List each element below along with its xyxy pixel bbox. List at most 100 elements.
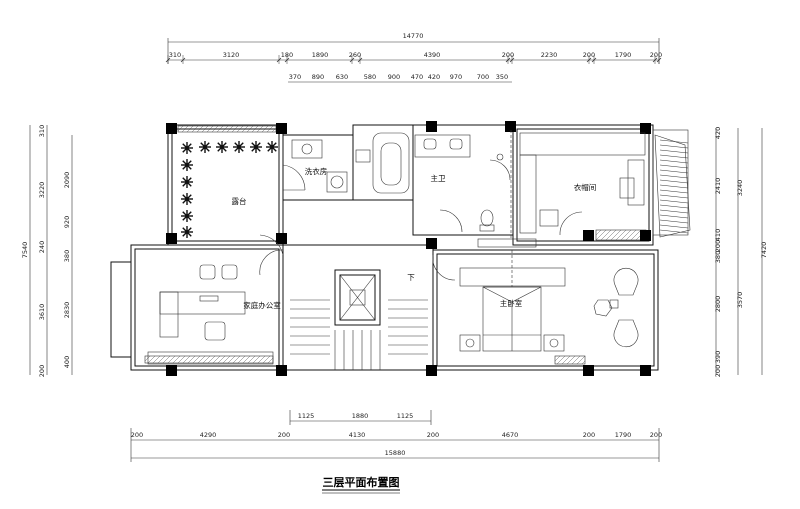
dim-bottom-in-2: 1880 xyxy=(352,412,369,420)
dim-right-in-8: 200 xyxy=(714,365,722,377)
doors xyxy=(259,159,583,281)
armchair-icon xyxy=(221,264,238,280)
furniture xyxy=(147,130,646,365)
dim-left-in-4: 2830 xyxy=(63,302,71,319)
dim-top2-6: 470 xyxy=(411,73,423,81)
dim-right-out-2: 3570 xyxy=(736,292,744,309)
office-chair-icon xyxy=(204,321,226,341)
columns xyxy=(166,121,651,376)
dim-top-11: 200 xyxy=(650,51,662,59)
dim-top2-10: 350 xyxy=(496,73,508,81)
dim-top-6: 4390 xyxy=(424,51,441,59)
sink-icon xyxy=(423,138,437,150)
dim-left-4: 3610 xyxy=(38,304,46,321)
dim-left-1: 310 xyxy=(38,125,46,137)
dim-top2-9: 700 xyxy=(477,73,489,81)
dim-left-5: 200 xyxy=(38,365,46,377)
dim-bottom-7: 200 xyxy=(583,431,595,439)
toilet-icon xyxy=(479,209,495,232)
dim-left-in-5: 400 xyxy=(63,356,71,368)
dim-left-in-2: 920 xyxy=(63,216,71,228)
dim-top2-1: 370 xyxy=(289,73,301,81)
dim-right-in-4: 200 xyxy=(714,240,722,252)
dim-bottom-in-3: 1125 xyxy=(397,412,414,420)
nightstand-icon xyxy=(459,334,481,352)
side-table-icon xyxy=(609,299,619,309)
dim-left-in-1: 2090 xyxy=(63,172,71,189)
bathtub-icon xyxy=(372,132,410,194)
armchair-icon xyxy=(199,264,216,280)
dim-top2-4: 580 xyxy=(364,73,376,81)
label-laundry: 洗衣房 xyxy=(305,166,328,176)
dim-left-3: 240 xyxy=(38,241,46,253)
dim-top2-3: 630 xyxy=(336,73,348,81)
label-master-bath: 主卫 xyxy=(431,173,446,183)
side-table-icon xyxy=(593,299,613,317)
nightstand-icon xyxy=(543,334,565,352)
dim-top-2: 3120 xyxy=(223,51,240,59)
potted-plant-icon xyxy=(181,141,278,238)
page-title: 三层平面布置图 xyxy=(323,475,400,489)
right-dimensions: 420 2410 410 200 380 2800 390 200 3240 3… xyxy=(714,127,768,377)
bed-icon xyxy=(482,286,542,352)
label-home-office: 家庭办公室 xyxy=(243,300,281,310)
dresser-icon xyxy=(539,209,559,227)
wardrobe-left xyxy=(519,154,537,234)
dim-top-3: 180 xyxy=(281,51,293,59)
label-stair-down: 下 xyxy=(407,273,415,282)
vanity-icon xyxy=(414,134,471,158)
armchair-icon xyxy=(613,319,639,348)
bay-window-hatch xyxy=(654,134,691,238)
dim-left-total: 7540 xyxy=(21,242,29,259)
label-closet: 衣帽间 xyxy=(574,182,597,192)
dim-bottom-6: 4670 xyxy=(502,431,519,439)
dim-right-in-5: 380 xyxy=(714,251,722,263)
walls xyxy=(110,124,689,371)
bath-shelf xyxy=(355,149,371,163)
dim-top-1: 310 xyxy=(169,51,181,59)
bath-counter xyxy=(477,238,537,248)
dim-bottom-total: 15880 xyxy=(385,449,406,457)
closet-cabinet xyxy=(627,159,645,206)
dim-bottom-5: 200 xyxy=(427,431,439,439)
dim-right-in-6: 2800 xyxy=(714,296,722,313)
dim-top-10: 1790 xyxy=(615,51,632,59)
tv-cabinet xyxy=(459,267,566,287)
floor-drain-icon xyxy=(496,153,504,161)
bottom-dimensions: 1125 1880 1125 200 4290 200 4130 200 467… xyxy=(130,410,662,462)
dim-right-in-7: 390 xyxy=(714,351,722,363)
dim-top-7: 200 xyxy=(502,51,514,59)
dim-left-in-3: 380 xyxy=(63,250,71,262)
dim-top2-7: 420 xyxy=(428,73,440,81)
left-dimensions: 7540 310 3220 240 3610 200 2090 920 380 … xyxy=(21,125,73,377)
dim-right-out-1: 3240 xyxy=(736,180,744,197)
wardrobe-top xyxy=(519,132,646,156)
dim-top-5: 260 xyxy=(349,51,361,59)
dim-top2-2: 890 xyxy=(312,73,324,81)
dim-bottom-1: 200 xyxy=(131,431,143,439)
sink-icon xyxy=(449,138,463,150)
dim-top-total: 14770 xyxy=(403,32,424,40)
label-master-bedroom: 主卧室 xyxy=(500,298,523,308)
dim-right-total: 7420 xyxy=(760,242,768,259)
dim-right-in-2: 2410 xyxy=(714,178,722,195)
dim-top2-8: 970 xyxy=(450,73,462,81)
dim-right-in-1: 420 xyxy=(714,127,722,139)
sink-icon xyxy=(291,139,323,159)
dim-left-2: 3220 xyxy=(38,182,46,199)
bookshelf xyxy=(147,351,274,365)
dim-bottom-2: 4290 xyxy=(200,431,217,439)
armchair-icon xyxy=(613,267,639,296)
dim-top-9: 200 xyxy=(583,51,595,59)
closet-stool xyxy=(619,177,635,199)
label-terrace: 露台 xyxy=(232,196,247,206)
washing-machine-icon xyxy=(326,171,348,193)
dim-bottom-4: 4130 xyxy=(349,431,366,439)
dim-right-in-3: 410 xyxy=(714,229,722,241)
dim-top-8: 2230 xyxy=(541,51,558,59)
dim-top2-5: 900 xyxy=(388,73,400,81)
dim-bottom-9: 200 xyxy=(650,431,662,439)
dim-bottom-3: 200 xyxy=(278,431,290,439)
dim-top-4: 1890 xyxy=(312,51,329,59)
